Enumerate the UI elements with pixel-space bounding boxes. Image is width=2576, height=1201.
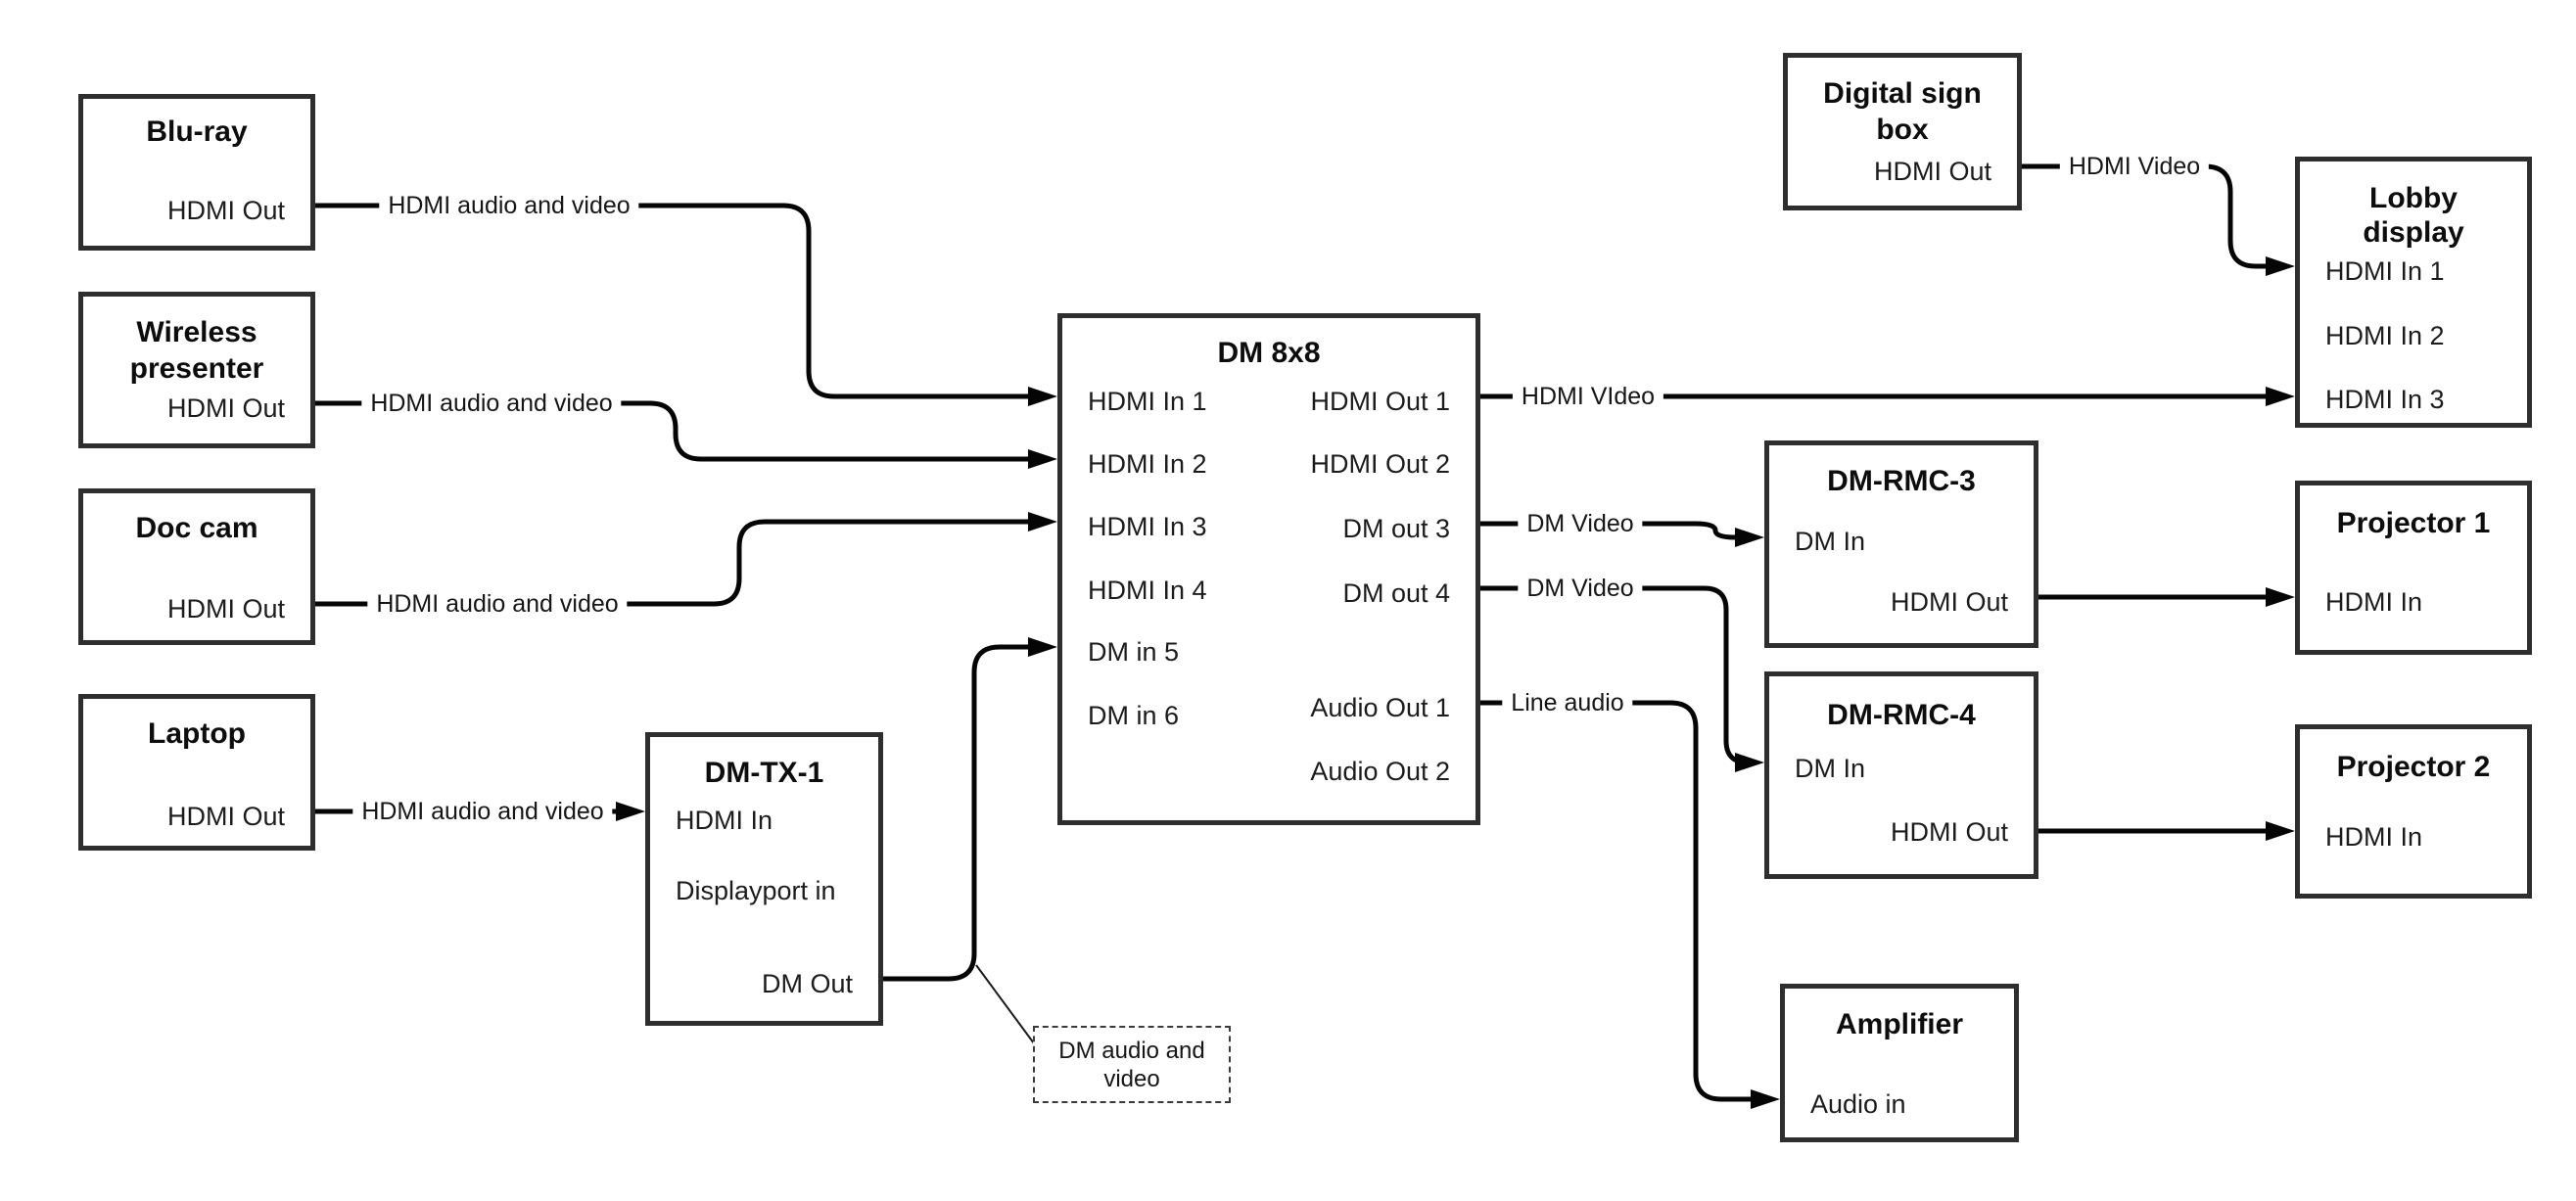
box-title: Projector 2 bbox=[2336, 751, 2491, 783]
note-text: DM audio and video bbox=[1058, 1037, 1205, 1092]
box-title: Wireless bbox=[136, 316, 258, 348]
port-audio-in: Audio in bbox=[1810, 1089, 1906, 1119]
box-title: Digital sign bbox=[1823, 77, 1982, 110]
port-displayport-in: Displayport in bbox=[676, 876, 836, 905]
port-audio-out-2: Audio Out 2 bbox=[1310, 757, 1450, 786]
edge-label-wireless-dm8x8: HDMI audio and video bbox=[361, 389, 622, 418]
port-hdmi-in-1: HDMI In 1 bbox=[1088, 387, 1207, 416]
port-hdmi-out: HDMI Out bbox=[166, 196, 285, 225]
port-hdmi-out: HDMI Out bbox=[1890, 817, 2008, 847]
box-dm-rmc-4: DM-RMC-4 DM In HDMI Out bbox=[1764, 671, 2038, 879]
box-bluray: Blu-ray HDMI Out bbox=[78, 94, 315, 251]
box-title: DM-TX-1 bbox=[704, 757, 824, 789]
port-hdmi-in: HDMI In bbox=[676, 806, 773, 835]
box-title-line2: display bbox=[2363, 216, 2464, 249]
edge-label-line-audio: Line audio bbox=[1502, 688, 1633, 717]
port-hdmi-in-2: HDMI In 2 bbox=[2325, 321, 2445, 350]
port-hdmi-out: HDMI Out bbox=[166, 594, 285, 624]
box-title: Projector 1 bbox=[2336, 507, 2491, 539]
box-dm-8x8: DM 8x8 HDMI In 1 HDMI In 2 HDMI In 3 HDM… bbox=[1057, 313, 1480, 825]
box-dm-rmc-3: DM-RMC-3 DM In HDMI Out bbox=[1764, 440, 2038, 648]
connector-dm8x8-out3-to-dmrmc3-dm-in bbox=[1480, 521, 1764, 547]
edge-label-doccam-dm8x8: HDMI audio and video bbox=[367, 589, 628, 619]
box-title-line2: box bbox=[1876, 114, 1929, 146]
box-laptop: Laptop HDMI Out bbox=[78, 694, 315, 851]
edge-label-hdmi-video-sign: HDMI Video bbox=[2059, 152, 2210, 181]
port-audio-out-1: Audio Out 1 bbox=[1310, 693, 1450, 722]
port-hdmi-out: HDMI Out bbox=[166, 802, 285, 831]
connector-wireless-to-dm8x8-in2 bbox=[315, 400, 1057, 469]
connector-bluray-to-dm8x8-in1 bbox=[315, 203, 1057, 406]
edge-label-dm-video-out3: DM Video bbox=[1518, 509, 1643, 538]
box-title: Doc cam bbox=[135, 512, 258, 544]
box-title: DM-RMC-3 bbox=[1827, 465, 1976, 497]
box-title: DM-RMC-4 bbox=[1827, 699, 1976, 731]
port-hdmi-in-1: HDMI In 1 bbox=[2325, 256, 2445, 286]
port-dm-out-4: DM out 4 bbox=[1342, 578, 1450, 608]
port-hdmi-out-2: HDMI Out 2 bbox=[1310, 449, 1450, 479]
edge-label-bluray-dm8x8: HDMI audio and video bbox=[379, 191, 639, 220]
box-title: Blu-ray bbox=[146, 115, 248, 148]
port-hdmi-in: HDMI In bbox=[2325, 587, 2423, 617]
port-hdmi-in-4: HDMI In 4 bbox=[1088, 576, 1207, 605]
port-hdmi-in: HDMI In bbox=[2325, 822, 2423, 852]
port-hdmi-in-3: HDMI In 3 bbox=[2325, 385, 2445, 414]
box-wireless-presenter: Wireless presenter HDMI Out bbox=[78, 292, 315, 448]
port-dm-in-5: DM in 5 bbox=[1088, 637, 1180, 667]
edge-label-laptop-dmtx1: HDMI audio and video bbox=[352, 797, 613, 826]
port-dm-in: DM In bbox=[1795, 754, 1866, 783]
box-title: DM 8x8 bbox=[1217, 337, 1321, 369]
port-hdmi-out-1: HDMI Out 1 bbox=[1310, 387, 1450, 416]
edge-label-hdmi-video-out1: HDMI VIdeo bbox=[1512, 382, 1664, 411]
box-title: Amplifier bbox=[1835, 1008, 1964, 1040]
note-leader-line bbox=[975, 964, 1035, 1044]
box-title: Laptop bbox=[148, 717, 246, 750]
port-dm-out: DM Out bbox=[761, 969, 853, 998]
port-dm-out-3: DM out 3 bbox=[1342, 514, 1450, 543]
box-projector-1: Projector 1 HDMI In bbox=[2295, 481, 2532, 655]
connector-dm8x8-audio1-to-amplifier bbox=[1480, 700, 1780, 1109]
box-digital-sign: Digital sign box HDMI Out bbox=[1783, 53, 2022, 210]
box-amplifier: Amplifier Audio in bbox=[1780, 984, 2019, 1142]
edge-label-dm-video-out4: DM Video bbox=[1518, 574, 1643, 603]
port-hdmi-out: HDMI Out bbox=[1873, 157, 1991, 186]
box-lobby-display: Lobby display HDMI In 1 HDMI In 2 HDMI I… bbox=[2295, 157, 2532, 428]
connector-sign-to-lobby-in1 bbox=[2022, 163, 2295, 276]
box-doc-cam: Doc cam HDMI Out bbox=[78, 488, 315, 645]
connector-dmtx1-to-dm8x8-dm-in5 bbox=[883, 637, 1057, 982]
connector-doccam-to-dm8x8-in3 bbox=[315, 512, 1057, 607]
port-dm-in-6: DM in 6 bbox=[1088, 701, 1180, 730]
box-title: Lobby bbox=[2369, 182, 2458, 214]
port-dm-in: DM In bbox=[1795, 527, 1866, 556]
box-title-line2: presenter bbox=[129, 352, 264, 385]
connector-dm8x8-out4-to-dmrmc4-dm-in bbox=[1480, 585, 1764, 772]
port-hdmi-in-3: HDMI In 3 bbox=[1088, 512, 1207, 541]
note-dm-audio-and-video: DM audio and video bbox=[1033, 1026, 1231, 1103]
box-projector-2: Projector 2 HDMI In bbox=[2295, 724, 2532, 899]
port-hdmi-in-2: HDMI In 2 bbox=[1088, 449, 1207, 479]
port-hdmi-out: HDMI Out bbox=[166, 393, 285, 423]
port-hdmi-out: HDMI Out bbox=[1890, 587, 2008, 617]
box-dm-tx-1: DM-TX-1 HDMI In Displayport in DM Out bbox=[645, 732, 883, 1026]
